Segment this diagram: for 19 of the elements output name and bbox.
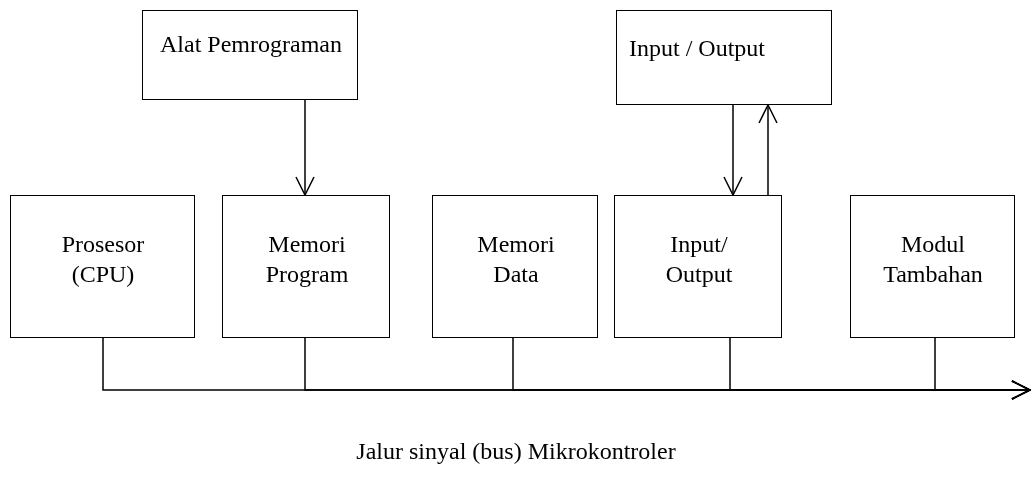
arrow — [295, 99, 315, 196]
caption: Jalur sinyal (bus) Mikrokontroler — [355, 438, 677, 465]
block-box — [432, 195, 598, 338]
block-label: Alat Pemrograman — [159, 30, 343, 59]
block-label: Input / Output — [629, 34, 766, 63]
block-label: Memori Program — [264, 230, 350, 289]
block-box — [616, 10, 832, 105]
block-box — [614, 195, 782, 338]
block-box — [850, 195, 1015, 338]
arrow — [758, 104, 778, 196]
block-label: Memori Data — [476, 230, 556, 289]
block-box — [10, 195, 195, 338]
block-label: Input/ Output — [664, 230, 734, 289]
block-label: Modul Tambahan — [882, 230, 984, 289]
arrow — [934, 337, 1031, 400]
block-label: Prosesor (CPU) — [60, 230, 146, 289]
arrow — [723, 104, 743, 196]
block-box — [222, 195, 390, 338]
block-box — [142, 10, 358, 100]
